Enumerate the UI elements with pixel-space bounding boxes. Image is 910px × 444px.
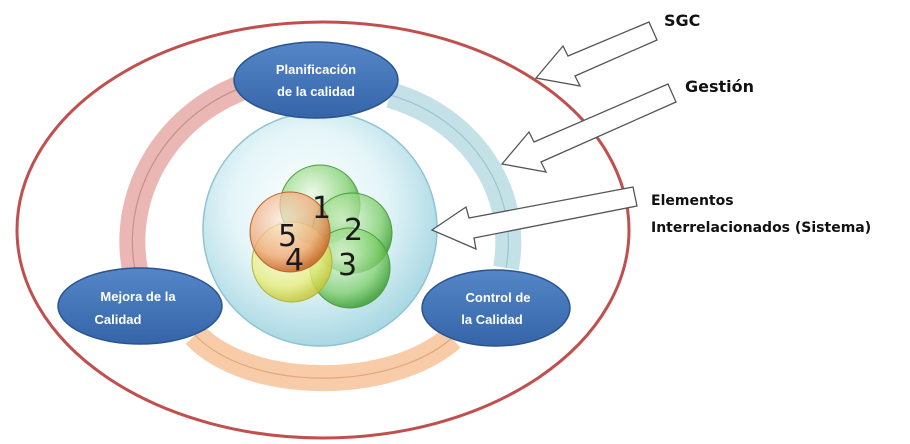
label-elementos-line1: Elementos bbox=[651, 193, 734, 209]
element-number-2: 2 bbox=[344, 213, 363, 248]
node-planificacion-line2: de la calidad bbox=[277, 84, 355, 99]
label-sgc: SGC bbox=[664, 11, 700, 30]
label-gestion: Gestión bbox=[685, 77, 754, 96]
element-circle-5 bbox=[249, 191, 331, 273]
node-planificacion: Planificación de la calidad bbox=[233, 41, 399, 119]
node-control-line2: la Calidad bbox=[461, 312, 522, 327]
node-control-line1: Control de bbox=[466, 290, 531, 305]
arc-blue-edge bbox=[389, 94, 509, 269]
node-control: Control de la Calidad bbox=[421, 269, 571, 347]
arc-orange-edge bbox=[194, 334, 453, 379]
element-number-5: 5 bbox=[278, 219, 297, 254]
arrow-gestion bbox=[500, 83, 677, 173]
arc-pink-edge bbox=[131, 83, 253, 271]
node-mejora: Mejora de la Calidad bbox=[57, 267, 223, 345]
element-number-3: 3 bbox=[338, 248, 357, 283]
element-number-4: 4 bbox=[285, 243, 304, 278]
label-elementos-line2: Interrelacionados (Sistema) bbox=[651, 220, 871, 236]
arrow-elementos bbox=[430, 186, 638, 251]
node-mejora-line1: Mejora de la bbox=[100, 289, 176, 304]
node-planificacion-line1: Planificación bbox=[276, 62, 356, 77]
arrow-sgc bbox=[534, 21, 658, 87]
element-number-1: 1 bbox=[312, 191, 331, 226]
node-mejora-line2: Calidad bbox=[95, 312, 142, 327]
